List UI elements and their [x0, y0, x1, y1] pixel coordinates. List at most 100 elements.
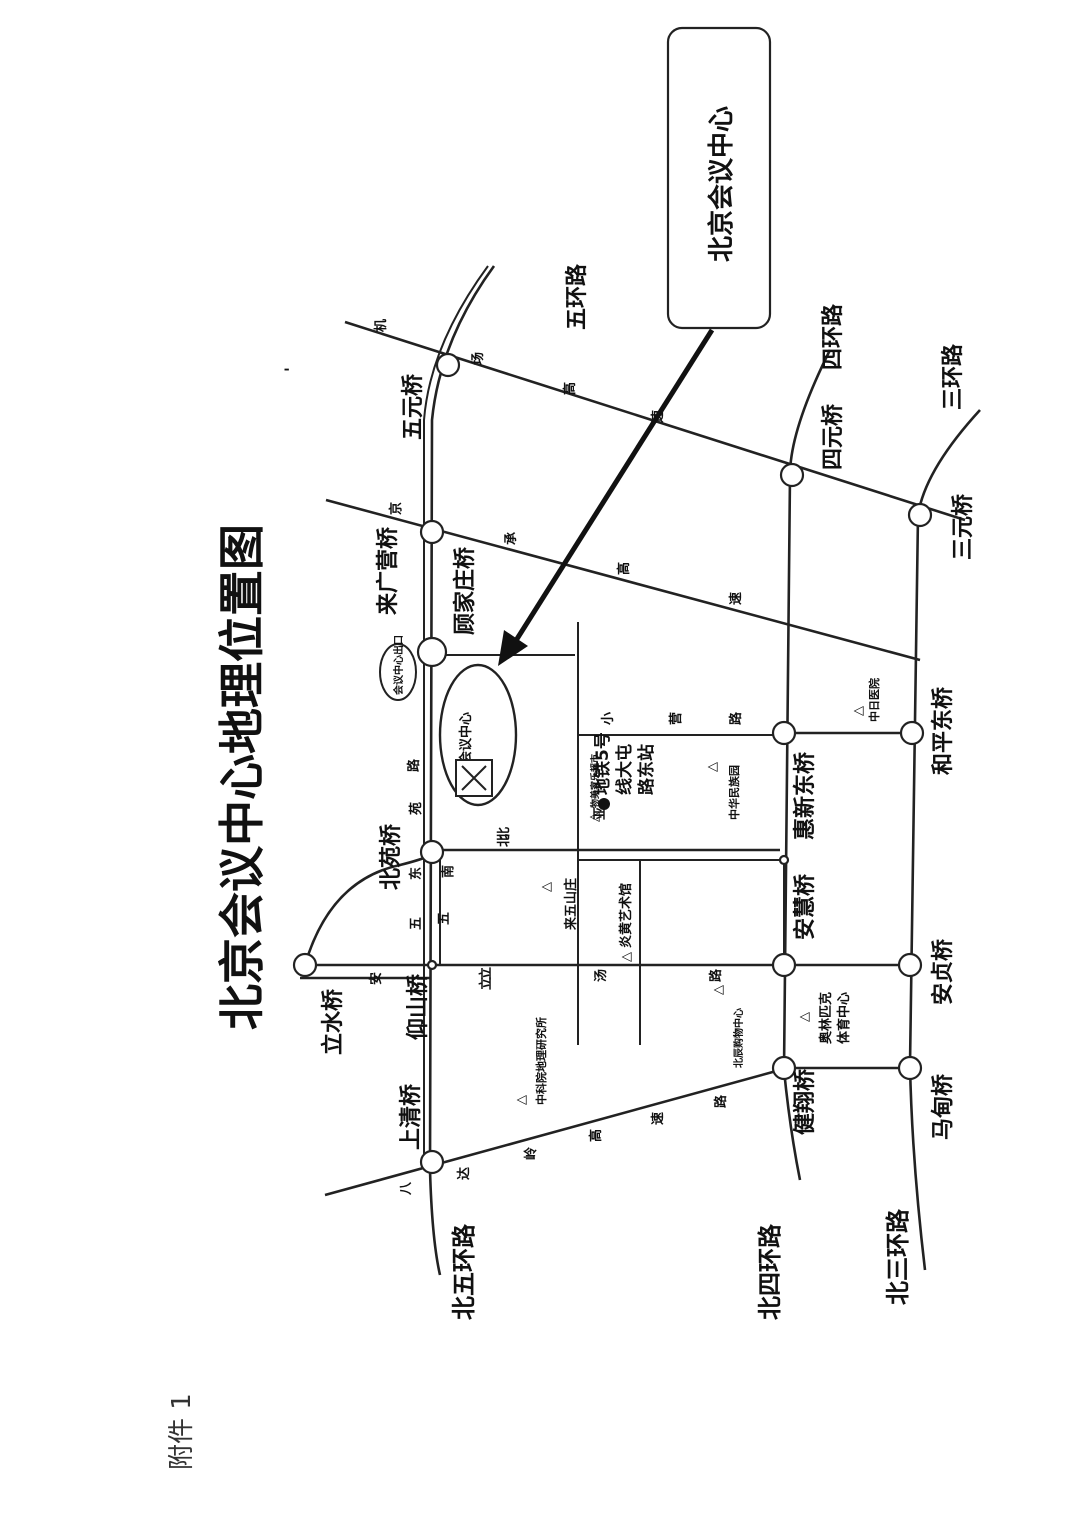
laiguangying-bridge-node [419, 519, 445, 545]
road-char: 北 [497, 834, 512, 847]
ring-label-north4: 北四环路 [756, 1223, 784, 1320]
bridge-label-beiyuan: 北苑桥 [378, 824, 404, 890]
shangqing-bridge-node [419, 1149, 445, 1175]
lishui-loop [303, 853, 433, 966]
subway-station: 地铁5号 线大屯 路东站 [592, 732, 657, 810]
road-char: 五 [437, 912, 452, 925]
landmark-kexue-label: 中科院地理研究所 [534, 1017, 548, 1105]
road-char: 达 [456, 1167, 472, 1180]
bridge-label-jianxiang: 健翔桥 [792, 1069, 818, 1135]
ring-label-ring5: 五环路 [564, 263, 590, 330]
road-char: 高 [616, 562, 632, 575]
road-char: 速 [728, 592, 744, 605]
ring-label-ring3: 三环路 [940, 343, 966, 410]
landmark-aoti: △ 奥林匹克 体育中心 [797, 992, 852, 1044]
subway-station-icon [598, 798, 610, 810]
road-char: 承 [504, 532, 519, 545]
road-char: 场 [471, 352, 486, 365]
road-char: 北 [497, 827, 512, 840]
landmark-triangle-icon: △ [619, 952, 634, 962]
lishui-bridge-node [292, 952, 318, 978]
wuyuan-bridge-node [435, 352, 461, 378]
landmark-lianjia-label: 来五山庄 [563, 878, 579, 931]
callout-label: 北京会议中心 [706, 106, 737, 262]
attachment-label: 附件 1 [167, 1393, 197, 1470]
landmark-fangxin-label: 炎黄艺术馆 [618, 883, 634, 948]
bridge-label-yangshan: 仰山桥 [405, 974, 431, 1040]
venue-logo-icon [455, 759, 493, 797]
callout-arrow-head [498, 630, 528, 666]
road-char: 东 [408, 867, 424, 880]
bridge-label-hepingdong: 和平东桥 [930, 687, 956, 775]
road-chars-xiaoying: 小 营 路 [601, 711, 744, 725]
subway-line1-label: 地铁5号 [592, 732, 613, 795]
subway-line2-label: 线大屯 [614, 744, 635, 795]
landmark-triangle-icon: △ [539, 882, 554, 892]
landmark-aoti1-label: 奥林匹克 [818, 992, 834, 1044]
road-char: 速 [650, 410, 666, 423]
ring-label-north5: 北五环路 [450, 1223, 478, 1320]
sanyuan-bridge-node [907, 502, 933, 528]
bridge-label-lishui: 立水桥 [320, 989, 346, 1055]
bridge-label-shangqing: 上清桥 [398, 1084, 424, 1150]
landmark-fangxin: △ 炎黄艺术馆 [618, 883, 634, 962]
bridge-label-huixindong: 惠新东桥 [792, 752, 818, 840]
road-char: 路 [406, 758, 422, 772]
bridge-label-wuyuan: 五元桥 [400, 374, 426, 440]
landmark-triangle-icon: △ [514, 1095, 529, 1105]
road-char: 汤 [594, 969, 609, 982]
scan-mark: ' [281, 367, 300, 372]
bridge-label-anzhen: 安贞桥 [930, 939, 956, 1005]
road-chars-airport: 机 场 高 速 [373, 319, 666, 423]
road-char: 立 [478, 977, 494, 990]
landmark-shopping-label: 北辰购物中心 [732, 1008, 745, 1068]
north-5th-ring-road [428, 265, 496, 1276]
exit-oval [379, 643, 417, 701]
road-char: 立 [478, 967, 494, 980]
subway-line3-label: 路东站 [636, 744, 657, 795]
landmark-minzu-label: 中华民族园 [727, 765, 741, 820]
exit-label: 会议中心出口 [392, 635, 405, 695]
road-char: 营 [668, 712, 684, 725]
gujiazhuang-bridge-node [416, 636, 448, 668]
map-title: 北京会议中心地理位置图 [215, 524, 269, 1030]
anzhen-bridge-node [897, 952, 923, 978]
road-char: 路 [708, 968, 724, 982]
bridge-label-laiguangying: 来广营桥 [375, 527, 401, 616]
road-char: 岭 [523, 1147, 539, 1160]
road-chars-misc: 安 五 五 东 南 北 立 亚 [368, 807, 608, 990]
road-char: 苑 [408, 802, 424, 816]
road-char: 五 [409, 917, 424, 930]
ring-label-ring4: 四环路 [820, 303, 846, 370]
jianxiang-bridge-node [771, 1055, 797, 1081]
road-char: 高 [562, 382, 578, 395]
siyuan-bridge-node [779, 462, 805, 488]
road-chars-lishui: 立 汤 路 [478, 967, 724, 982]
road-char: 小 [601, 712, 616, 725]
road-char: 速 [650, 1112, 666, 1125]
north-5th-ring-road-outer [423, 265, 489, 1170]
landmark-kexue: △ 中科院地理研究所 [514, 1017, 548, 1105]
landmark-lianjia: △ 来五山庄 [539, 878, 579, 931]
landmark-shopping: △ 北辰购物中心 [711, 985, 745, 1068]
madian-bridge-node [897, 1055, 923, 1081]
road-char: 路 [713, 1094, 729, 1108]
jingcheng-expressway [325, 498, 921, 662]
zhongri-bridge-node [771, 720, 797, 746]
road-chars-jingcheng: 京 承 高 速 [388, 502, 744, 605]
bridge-label-sanyuan: 三元桥 [950, 494, 976, 560]
landmark-zhongri-label: 中日医院 [867, 678, 881, 722]
road-char: 机 [373, 319, 389, 332]
callout-arrow-line [507, 328, 715, 652]
anhui-bridge-node [771, 952, 797, 978]
landmark-yayun-label: 物美家乐超市 [589, 754, 601, 808]
landmark-triangle-icon: △ [797, 1012, 812, 1022]
road-char: 南 [440, 865, 456, 878]
road-char: 八 [399, 1181, 414, 1196]
landmark-aoti2-label: 体育中心 [836, 992, 852, 1044]
road-chars-beiyuan: 北 苑 路 [406, 758, 512, 847]
landmark-zhongri: △ 中日医院 [851, 678, 881, 722]
beiyuan-bridge-node [419, 839, 445, 865]
